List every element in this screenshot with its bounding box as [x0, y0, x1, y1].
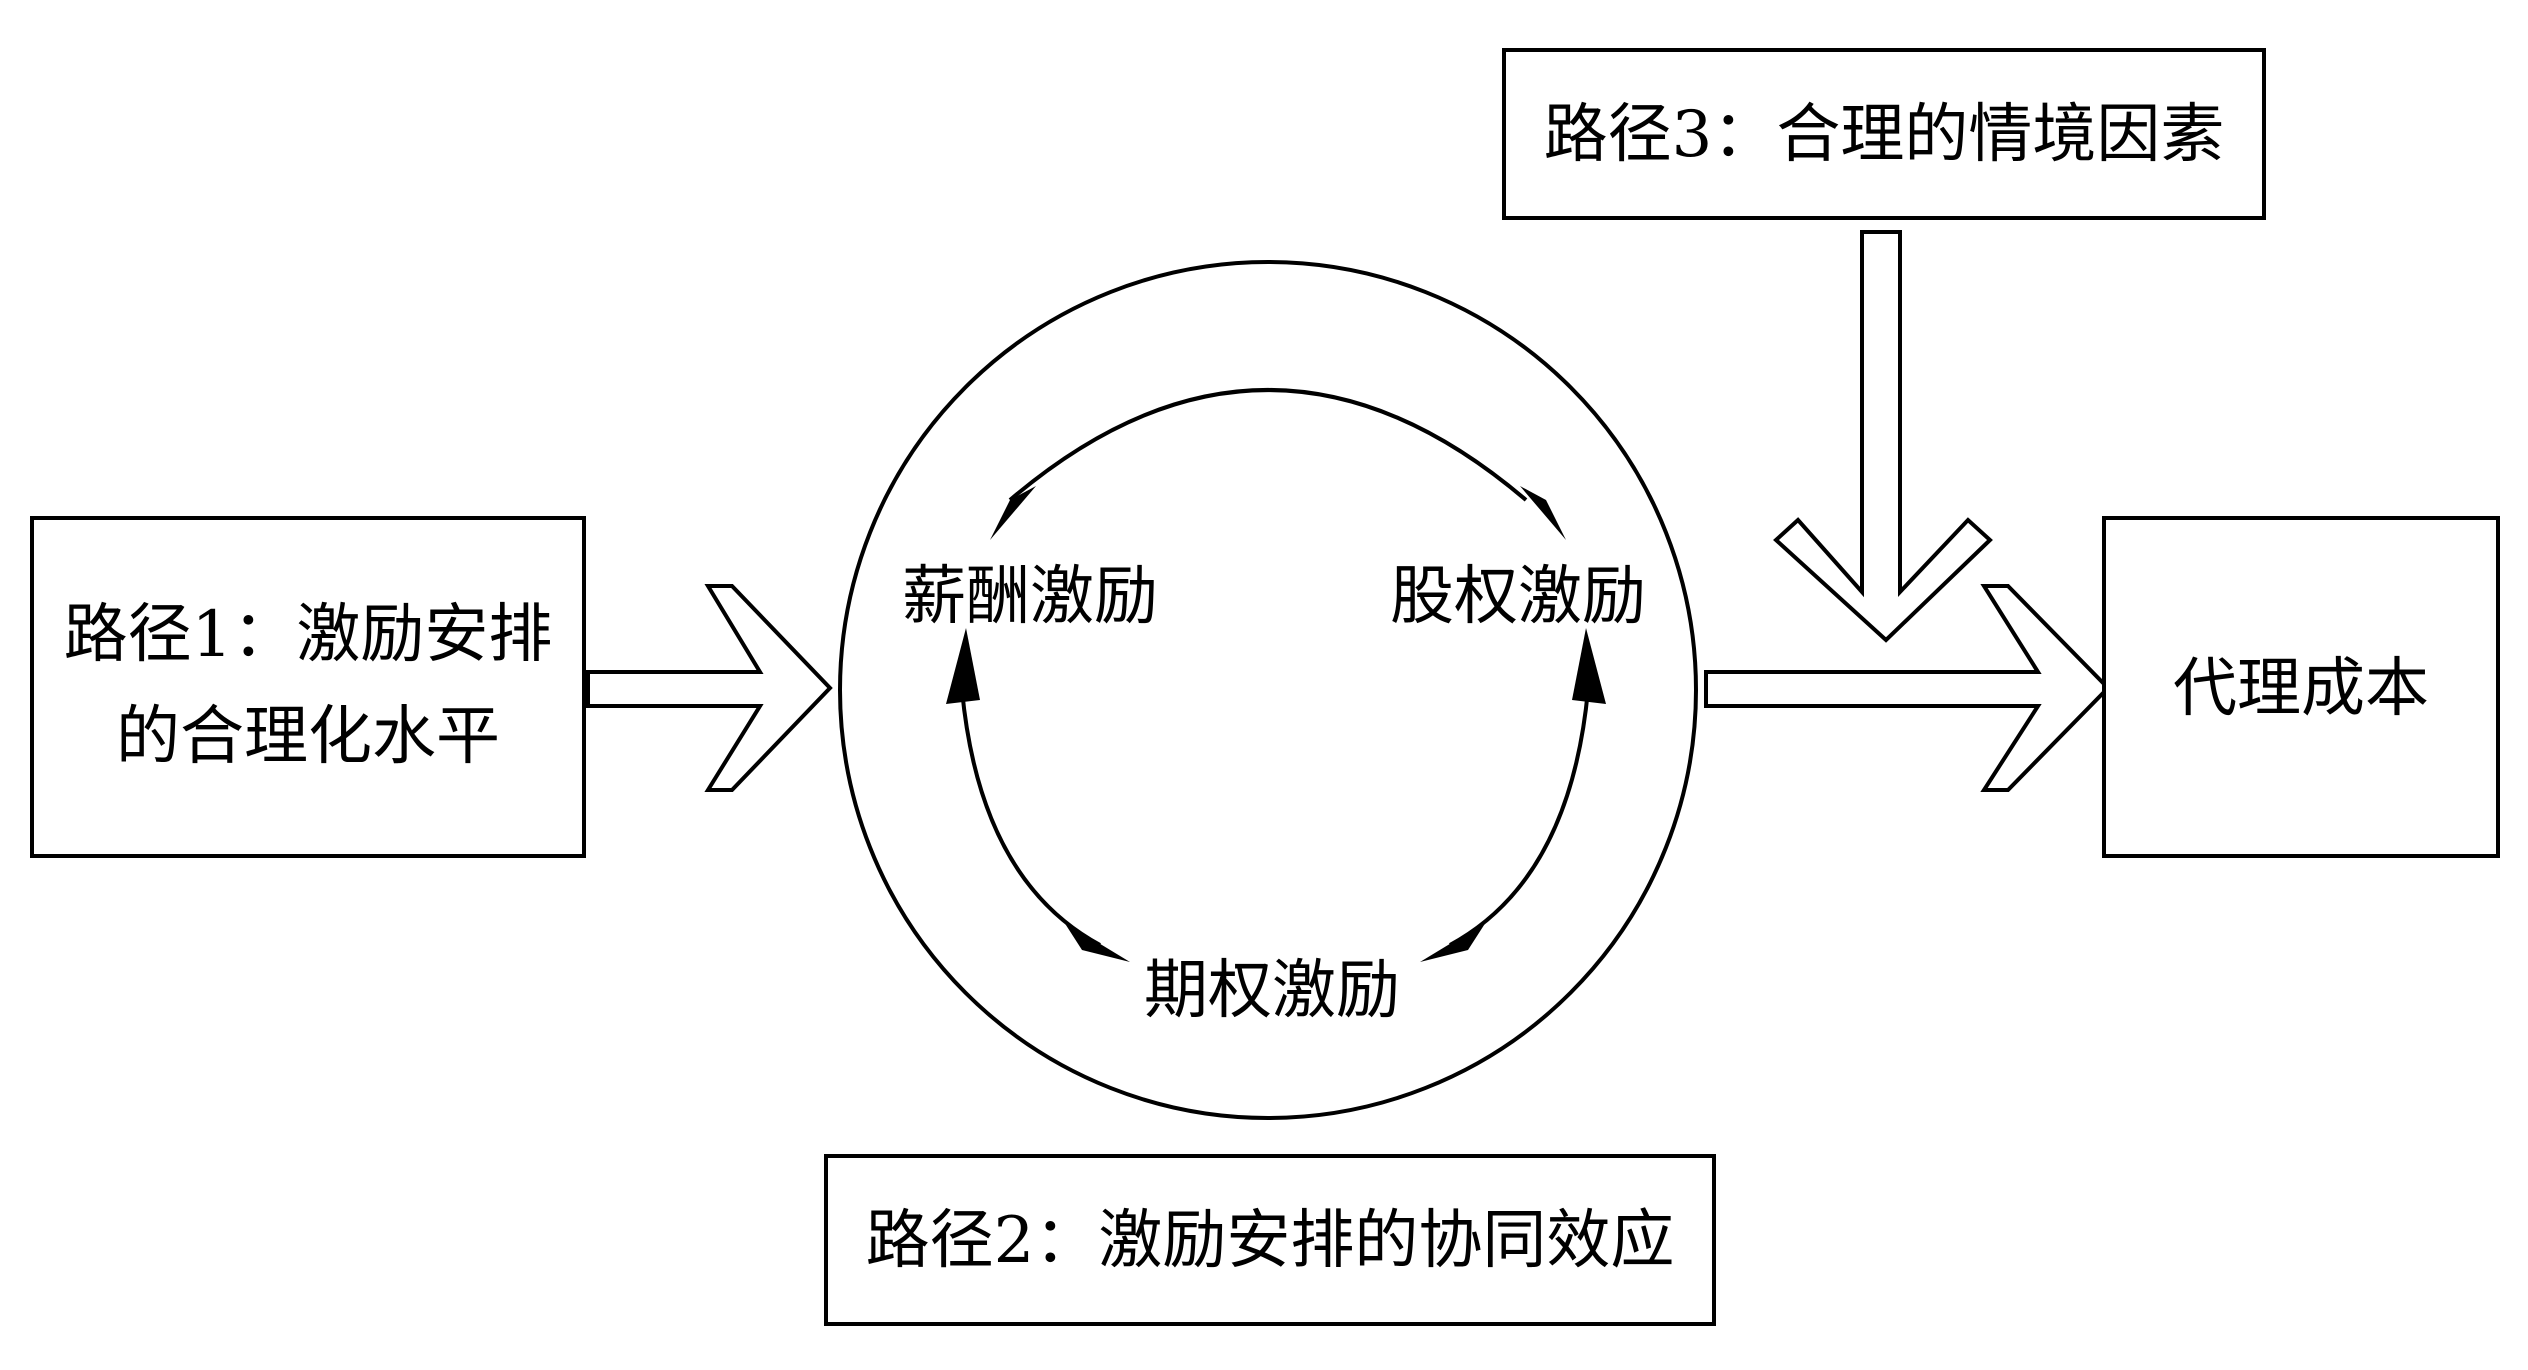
path1-box: 路径1：激励安排 的合理化水平 [30, 516, 586, 858]
arrowhead-to-option-left [1064, 922, 1130, 962]
arrowhead-to-salary [990, 486, 1036, 540]
path1-line2: 的合理化水平 [116, 700, 500, 774]
cycle-arc-right [1420, 628, 1606, 962]
cycle-arc-left [946, 628, 1130, 962]
arrowhead-to-equity [1520, 486, 1566, 540]
path2-label: 路径2：激励安排的协同效应 [866, 1204, 1675, 1278]
option-incentive-label: 期权激励 [1144, 954, 1400, 1028]
synergy-circle [838, 260, 1698, 1120]
arrow-path1-to-synergy [586, 584, 833, 792]
arrowhead-to-equity-right [1572, 628, 1606, 704]
salary-incentive-label: 薪酬激励 [902, 560, 1158, 634]
arrow-path3-down [1773, 230, 1993, 643]
path1-line1: 路径1：激励安排 [64, 598, 553, 672]
agency-cost-box: 代理成本 [2102, 516, 2500, 858]
equity-incentive-label: 股权激励 [1390, 560, 1646, 634]
path2-box: 路径2：激励安排的协同效应 [824, 1154, 1716, 1326]
cycle-arc-top [990, 388, 1566, 540]
path3-box: 路径3：合理的情境因素 [1502, 48, 2266, 220]
path3-label: 路径3：合理的情境因素 [1544, 98, 2225, 172]
agency-cost-label: 代理成本 [2173, 652, 2429, 726]
arrowhead-to-salary-left [946, 628, 980, 704]
arrow-synergy-to-agency-cost [1704, 584, 2111, 792]
arrowhead-to-option-right [1420, 922, 1486, 962]
